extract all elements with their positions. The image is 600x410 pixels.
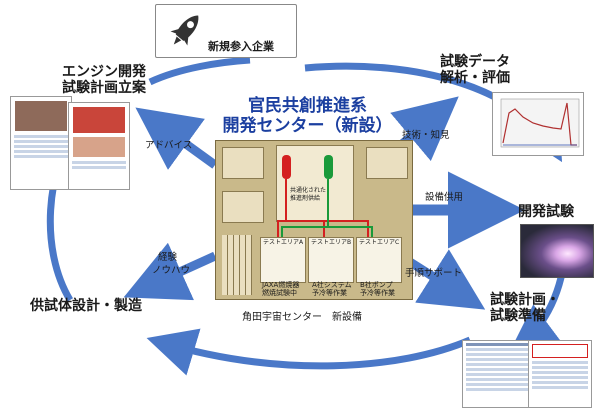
red-tank [282, 155, 291, 179]
loop-arc-bottom [146, 328, 472, 376]
company-b-caption-line1: B社ポンプ [360, 281, 393, 289]
green-tank [324, 155, 333, 179]
experience-label-line1: 経験 [158, 252, 178, 263]
planning-doc [68, 102, 130, 190]
center-title-line2: 開発センター（新設） [222, 116, 393, 136]
planning-doc [10, 96, 72, 190]
dev-test-label: 開発試験 [518, 204, 574, 220]
arrow-experience [123, 242, 217, 301]
new-entrants-label: 新規参入企業 [208, 40, 274, 53]
engine-diagram [73, 137, 125, 157]
test-area-b-label: テストエリアB [311, 239, 352, 246]
center-title-line1: 官民共創推進系 [248, 96, 367, 116]
propellant-feed-lines [277, 155, 373, 237]
room-block [366, 147, 408, 179]
experience-label-line2: ノウハウ [152, 265, 191, 276]
company-b-caption-line2: 予冷等作業 [360, 289, 395, 297]
shared-feed-label-line2: 推進剤供給 [290, 195, 321, 202]
dev-test-photo [520, 224, 594, 278]
test-prep-line2: 試験準備 [490, 308, 546, 324]
advice-label: アドバイス [145, 140, 193, 151]
jaxa-caption-line2: 燃焼試験中 [262, 289, 297, 297]
test-prep-label: 試験計画・ 試験準備 [490, 292, 560, 324]
center-title: 官民共創推進系 開発センター（新設） [205, 96, 410, 136]
fabrication-label: 供試体設計・製造 [30, 298, 142, 314]
highlight-box [532, 344, 588, 358]
room-block [222, 147, 264, 179]
storage-racks [222, 235, 252, 295]
test-prep-line1: 試験計画・ [490, 292, 560, 308]
arrow-procedure [407, 249, 486, 310]
facility-caption: 角田宇宙センター 新設備 [242, 312, 362, 323]
test-procedure-sheet [528, 340, 592, 408]
engine-planning-line2: 試験計画立案 [62, 80, 146, 96]
equipment-label: 設備供用 [425, 192, 464, 203]
engine-planning-label: エンジン開発 試験計画立案 [62, 64, 146, 96]
tech-knowhow-label: 技術・知見 [402, 130, 450, 141]
room-block [222, 191, 264, 223]
test-plan-sheet [462, 340, 534, 408]
engine-photo [15, 101, 67, 131]
engine-planning-collage [10, 96, 130, 194]
test-area-c-label: テストエリアC [359, 239, 400, 246]
arrow-advice [135, 107, 218, 170]
data-analysis-label: 試験データ 解析・評価 [440, 54, 510, 86]
rocket-icon [170, 15, 199, 46]
facility-floorplan: 共通化された 推進剤供給 テストエリアA テストエリアB テストエリアC [215, 140, 413, 300]
engine-diagram [73, 107, 125, 133]
test-data-chart-thumbnail [492, 92, 584, 156]
procedure-label: 手順サポート [405, 268, 463, 279]
test-area-a-label: テストエリアA [263, 239, 304, 246]
data-analysis-line1: 試験データ [440, 54, 510, 70]
data-analysis-line2: 解析・評価 [440, 70, 510, 86]
test-area-b: テストエリアB [308, 237, 354, 283]
engine-planning-line1: エンジン開発 [62, 64, 146, 80]
test-area-a: テストエリアA [260, 237, 306, 283]
company-a-caption-line1: A社システム [312, 281, 352, 289]
new-entrants-box: 新規参入企業 [155, 4, 297, 58]
loop-arc-top-left [148, 56, 251, 86]
company-a-caption-line2: 予冷等作業 [312, 289, 347, 297]
jaxa-caption-line1: JAXA燃焼器 [262, 281, 300, 289]
test-area-c: テストエリアC [356, 237, 402, 283]
test-data-curve [500, 98, 580, 148]
shared-feed-label-line1: 共通化された [290, 187, 327, 194]
